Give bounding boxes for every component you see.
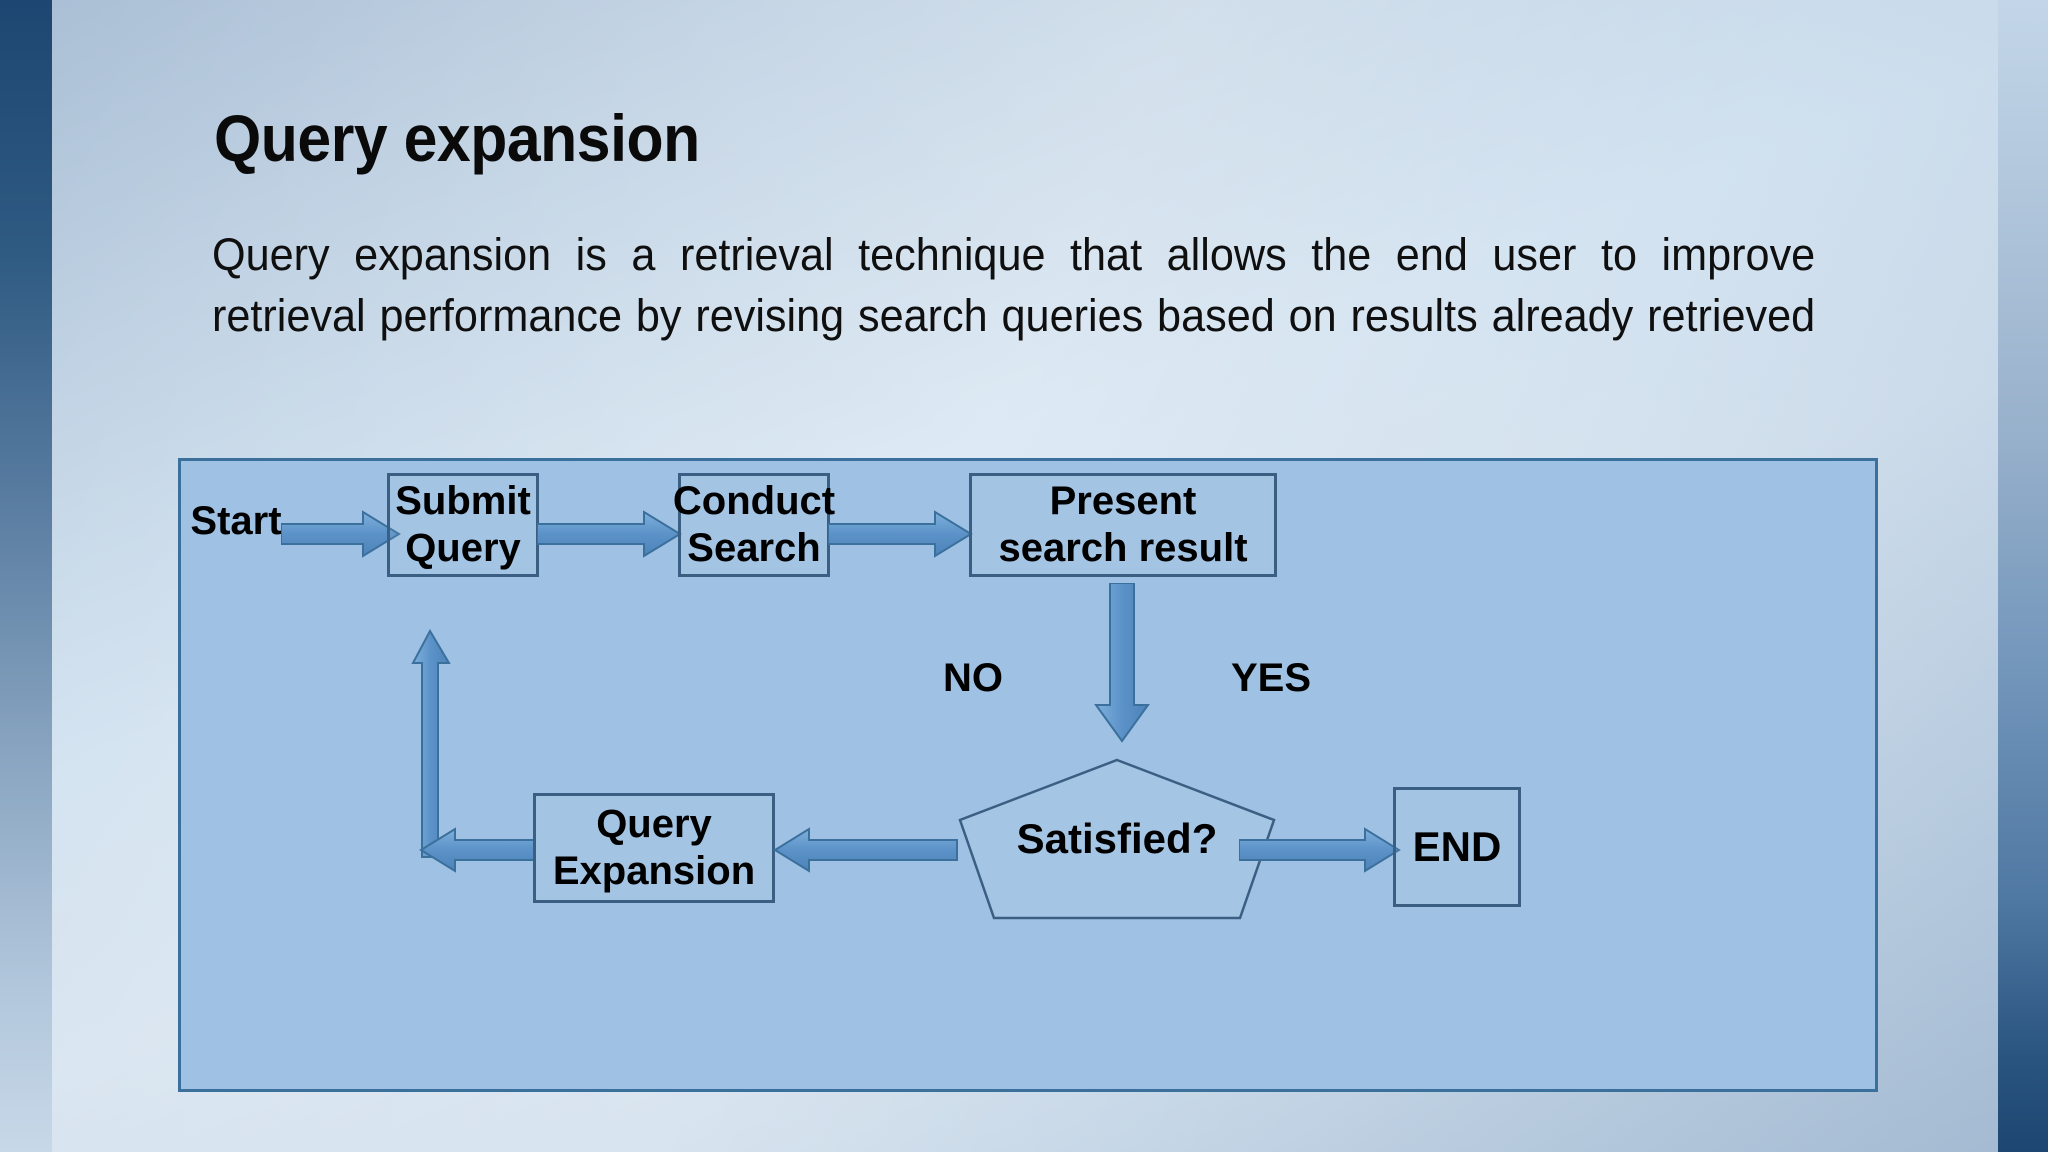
flow-node-satisfied-label: Satisfied? [1016,815,1218,862]
edge-label-no: NO [943,656,1003,700]
flow-node-submit-query[interactable]: Submit Query [387,473,539,577]
flowchart-panel: Start Submit Query [178,458,1878,1092]
flow-node-present-search-result[interactable]: Present search result [969,473,1277,577]
flow-node-end[interactable]: END [1393,787,1521,907]
flow-node-present-line1: Present [1049,478,1197,523]
flow-node-conduct-search[interactable]: Conduct Search [673,473,835,577]
flow-node-present-line2: search result [998,526,1248,570]
arrow-return-up [411,629,451,859]
arrow-submit-to-conduct [537,509,682,559]
right-decorative-band [1998,0,2048,1152]
edge-label-yes: YES [1231,656,1312,700]
flow-node-conduct-search-line2: Search [687,526,821,570]
flow-node-query-expansion-line1: Query [596,801,712,846]
page-title: Query expansion [214,101,700,175]
arrow-satisfied-to-end [1239,827,1401,873]
flow-node-submit-query-line1: Submit [395,478,531,523]
arrow-start-to-submit [281,509,401,559]
flow-node-query-expansion[interactable]: Query Expansion [533,793,775,903]
arrow-satisfied-to-expansion [773,827,959,873]
body-paragraph: Query expansion is a retrieval technique… [212,229,1816,341]
arrow-conduct-to-present [828,509,973,559]
flow-node-start[interactable]: Start [190,499,282,543]
flow-node-query-expansion-line2: Expansion [552,849,756,893]
flow-node-end-label: END [1412,823,1502,871]
left-decorative-band [0,0,52,1152]
flow-node-submit-query-line2: Query [405,526,521,570]
flow-node-satisfied[interactable]: Satisfied? [957,757,1277,921]
arrow-present-to-satisfied [1094,583,1150,743]
arrow-expansion-to-return [419,827,537,873]
flow-node-conduct-search-line1: Conduct [672,478,836,523]
